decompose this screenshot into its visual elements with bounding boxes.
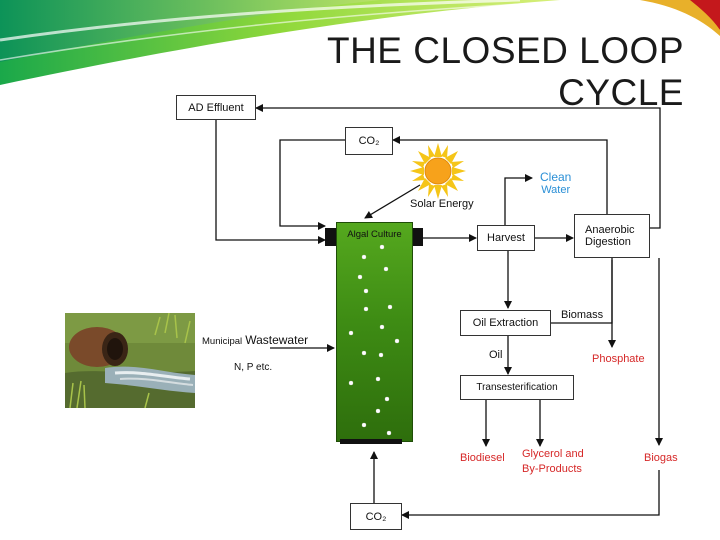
arrow-co2-to-culture bbox=[279, 139, 345, 230]
arrow-ad-effluent-to-culture bbox=[215, 120, 326, 244]
title-line-2: CYCLE bbox=[558, 72, 684, 113]
arrow-digestion-to-co2 bbox=[392, 136, 608, 214]
solar-energy-label: Solar Energy bbox=[410, 198, 474, 210]
oil-extraction-box: Oil Extraction bbox=[460, 310, 551, 336]
arrow-biogas-to-co2 bbox=[401, 470, 660, 519]
co2-bottom-box: CO₂ bbox=[350, 503, 402, 530]
banner-decoration bbox=[0, 0, 720, 85]
title-line-1: THE CLOSED LOOP bbox=[326, 30, 684, 71]
transesterification-label: Transesterification bbox=[476, 382, 558, 393]
tank-cap-right bbox=[413, 228, 423, 246]
glycerol-line-1: Glycerol and bbox=[522, 448, 584, 460]
ad-effluent-box: AD Effluent bbox=[176, 95, 256, 120]
biogas-label: Biogas bbox=[644, 452, 678, 464]
ad-effluent-label: AD Effluent bbox=[188, 101, 244, 114]
sun-icon bbox=[410, 143, 466, 199]
clean-water-label: Clean Water bbox=[540, 170, 571, 196]
tank-cap-left bbox=[325, 228, 336, 246]
municipal-label: Municipal bbox=[202, 336, 243, 347]
wastewater-pipe-image bbox=[65, 313, 195, 408]
municipal-wastewater-label: Municipal Wastewater bbox=[202, 333, 308, 347]
arrow-solar-to-culture bbox=[364, 184, 421, 219]
transesterification-box: Transesterification bbox=[460, 375, 574, 400]
anaerobic-label-2: Digestion bbox=[585, 236, 631, 248]
oil-extraction-label: Oil Extraction bbox=[472, 317, 539, 329]
co2-top-label: CO₂ bbox=[358, 135, 380, 147]
glycerol-label: Glycerol and By-Products bbox=[522, 448, 584, 475]
biomass-label: Biomass bbox=[561, 309, 604, 321]
phosphate-label: Phosphate bbox=[592, 353, 645, 365]
co2-bottom-label: CO₂ bbox=[365, 510, 387, 523]
arrow-harvest-to-clean-water bbox=[504, 174, 533, 225]
wastewater-label: Wastewater bbox=[245, 333, 309, 347]
air-bubbles bbox=[348, 244, 400, 436]
co2-top-box: CO₂ bbox=[345, 127, 393, 155]
slide-title: THE CLOSED LOOP CYCLE bbox=[284, 30, 684, 114]
algal-culture-tank: Algal Culture bbox=[336, 222, 413, 442]
np-etc-label: N, P etc. bbox=[234, 362, 273, 373]
biodiesel-label: Biodiesel bbox=[460, 452, 505, 464]
tank-base bbox=[340, 439, 402, 444]
arrow-digestion-to-ad-effluent bbox=[255, 104, 661, 229]
algal-culture-label: Algal Culture bbox=[347, 229, 402, 240]
oil-label: Oil bbox=[489, 349, 503, 361]
anaerobic-digestion-box: Anaerobic Digestion bbox=[574, 214, 650, 258]
anaerobic-label-1: Anaerobic bbox=[585, 224, 635, 236]
harvest-box: Harvest bbox=[477, 225, 535, 251]
clean-label: Clean bbox=[540, 170, 572, 184]
water-label: Water bbox=[541, 184, 571, 196]
harvest-label: Harvest bbox=[487, 232, 525, 244]
glycerol-line-2: By-Products bbox=[522, 463, 582, 475]
